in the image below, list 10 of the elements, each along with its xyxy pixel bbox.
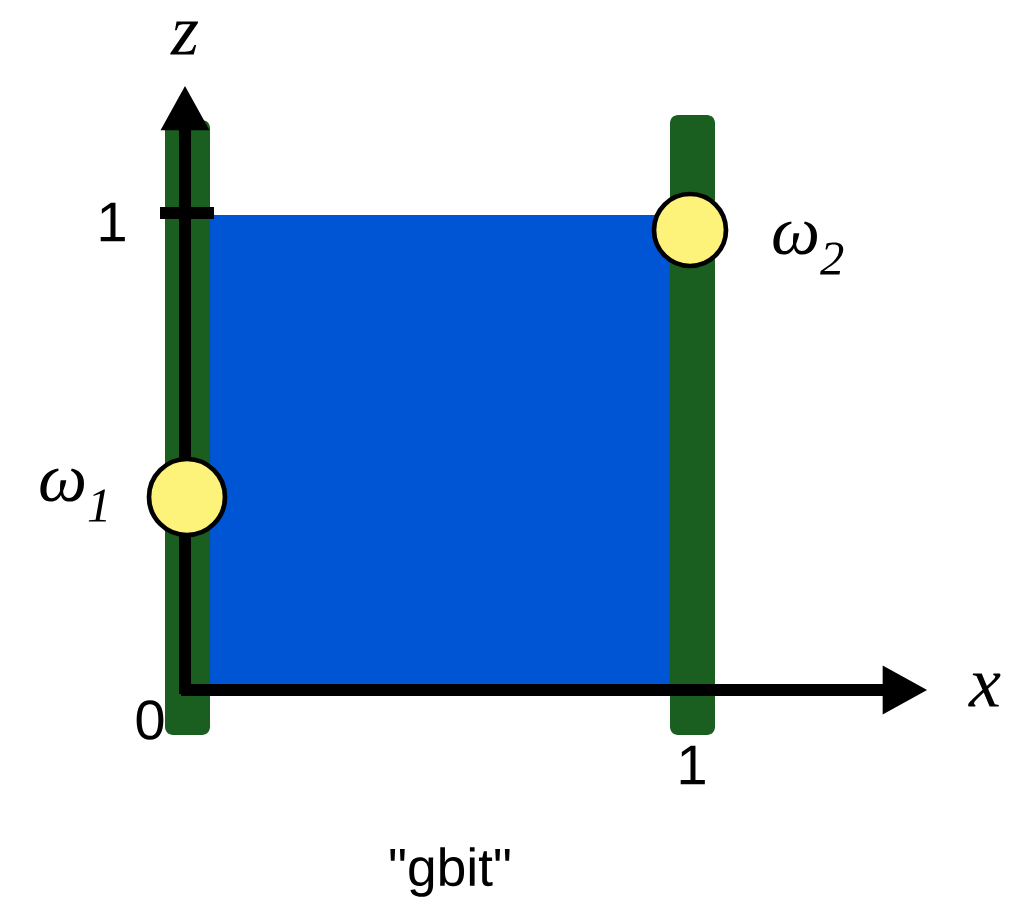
point-label: ω$_{2}$ [773, 221, 844, 275]
axis-label: z [170, 21, 199, 55]
tick-label: 1 [100, 202, 125, 242]
point-marker [651, 191, 729, 269]
caption: "gbit" [390, 847, 510, 897]
point-label: ω$_{1}$ [40, 468, 107, 522]
axis-label: x [968, 673, 1001, 707]
point-marker [146, 456, 228, 538]
tick-label: 1 [680, 745, 705, 785]
tick-label: 0 [136, 700, 164, 740]
